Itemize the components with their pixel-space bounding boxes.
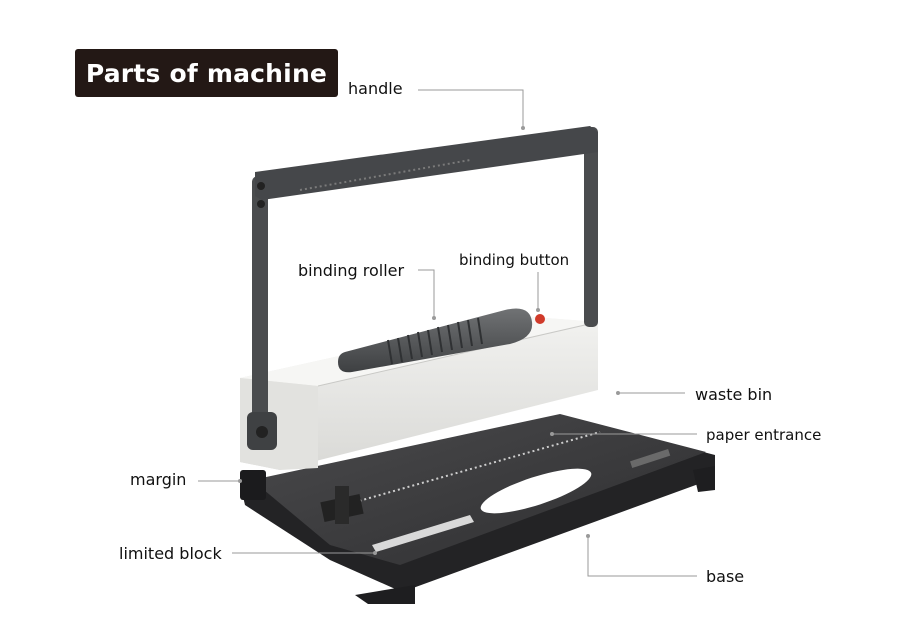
label-limited-block: limited block — [119, 544, 222, 563]
binding-roller-shape — [338, 308, 545, 373]
label-binding-button: binding button — [459, 251, 570, 269]
page-title: Parts of machine — [85, 58, 328, 88]
label-margin: margin — [130, 470, 187, 489]
label-paper-entrance: paper entrance — [706, 426, 822, 444]
title-badge: Parts of machine — [75, 49, 338, 97]
label-handle: handle — [348, 79, 403, 98]
label-binding-roller: binding roller — [298, 261, 405, 280]
label-base: base — [706, 567, 745, 586]
handle-shape — [247, 126, 598, 450]
leader-lines — [198, 89, 697, 577]
label-waste-bin: waste bin — [695, 385, 773, 404]
base-plate — [240, 414, 715, 604]
